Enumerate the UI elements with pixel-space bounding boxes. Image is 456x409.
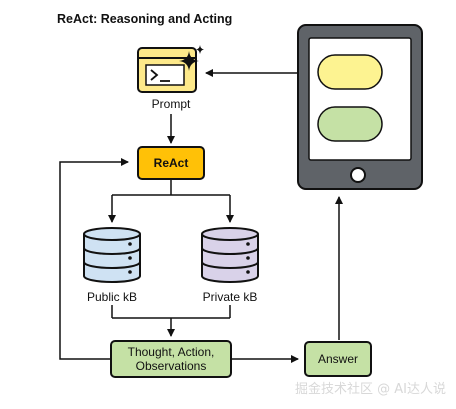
public-kb-label: Public kB <box>86 290 138 304</box>
react-node: ReAct <box>137 146 205 180</box>
prompt-label: Prompt <box>151 97 191 111</box>
watermark-text: 掘金技术社区 @ AI达人说 <box>295 382 446 397</box>
screen-pill-yellow <box>317 54 383 90</box>
private-kb-label: Private kB <box>202 290 258 304</box>
smartphone-icon <box>297 24 423 190</box>
terminal-sparkle-icon <box>137 45 204 93</box>
answer-node: Answer <box>304 341 372 377</box>
public-kb-database-icon <box>83 227 141 283</box>
private-kb-database-icon <box>201 227 259 283</box>
diagram-title: ReAct: Reasoning and Acting <box>57 12 233 26</box>
thought-action-observations-node: Thought, Action, Observations <box>110 340 232 378</box>
screen-pill-green <box>317 106 383 142</box>
